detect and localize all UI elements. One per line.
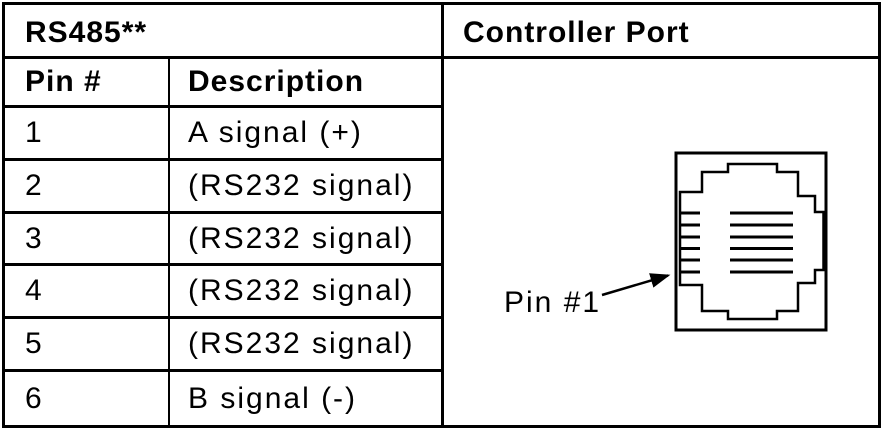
jack-opening-outline [678,162,825,321]
pin-description-cell: (RS232 signal) [170,266,441,320]
pin-number-cell: 6 [5,372,170,425]
pin-number-cell: 1 [5,108,170,161]
pin-description-cell: A signal (+) [170,108,441,161]
pin-number-cell: 5 [5,319,170,373]
column-header-description: Description [170,59,441,108]
jack-body-outline [674,151,828,332]
rs485-pinout-table: RS485** Pin # Description 1 A signal (+)… [5,5,444,425]
pin1-arrow [601,273,671,297]
pin-description-cell: B signal (-) [188,381,358,415]
table-title: RS485** [5,5,441,59]
pin-number-cell: 4 [5,266,170,320]
rj12-jack-diagram [601,151,828,332]
pin-description-cell: (RS232 signal) [170,161,441,214]
jack-contact-springs-left [680,211,700,274]
pin1-label: Pin #1 [504,286,602,319]
controller-port-panel: Controller Port [444,5,878,425]
jack-contact-pins-center [730,211,793,274]
pin-description-cell: (RS232 signal) [170,214,441,267]
column-header-pin: Pin # [5,59,170,108]
pin-description-cell: (RS232 signal) [170,319,441,373]
pin-number-cell: 2 [5,160,170,214]
controller-port-title: Controller Port [444,5,878,59]
pin-number-cell: 3 [5,213,170,267]
